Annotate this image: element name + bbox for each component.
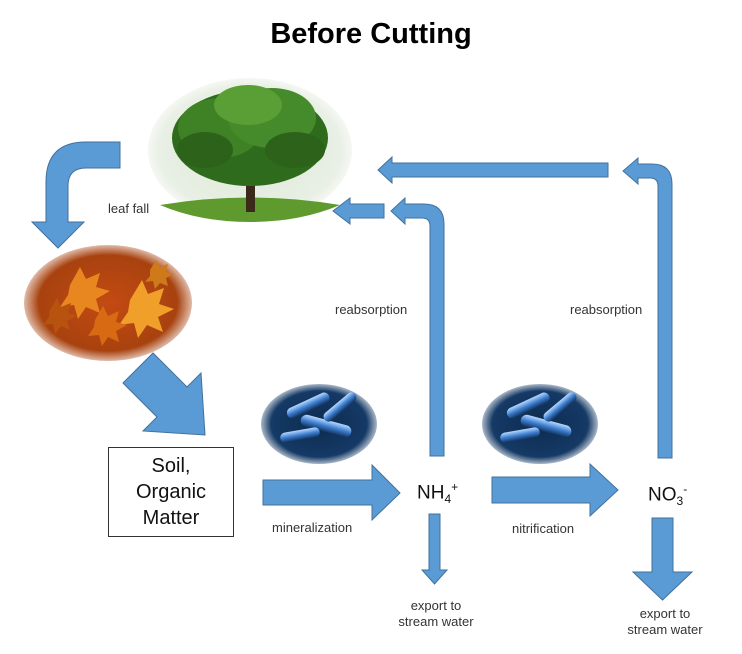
nitrate-export-arrow bbox=[631, 517, 694, 601]
ammonium-label: NH4+ bbox=[417, 480, 458, 506]
mineralization-arrow bbox=[262, 463, 401, 522]
nitrate-reabsorption-arrow bbox=[622, 156, 673, 459]
export-label-1-line2: stream water bbox=[398, 614, 474, 629]
tree-image bbox=[148, 78, 352, 222]
decomposition-arrow bbox=[122, 352, 206, 436]
export-label-2: export to stream water bbox=[615, 606, 715, 638]
ammonium-reabsorption-arrow bbox=[390, 196, 445, 457]
soil-organic-matter-box: Soil, Organic Matter bbox=[108, 447, 234, 537]
nitrate-subscript: 3 bbox=[676, 494, 684, 509]
bacteria-image-2 bbox=[482, 384, 598, 464]
tree-uptake-arrow-upper bbox=[377, 155, 609, 185]
mineralization-label: mineralization bbox=[272, 520, 353, 535]
ammonium-export-arrow bbox=[420, 513, 449, 585]
nitrate-label: NO3- bbox=[648, 482, 687, 508]
soil-line-3: Matter bbox=[142, 507, 200, 529]
export-label-2-line2: stream water bbox=[627, 622, 703, 637]
export-label-1: export to stream water bbox=[386, 598, 486, 630]
diagram-title: Before Cutting bbox=[270, 18, 472, 50]
export-label-1-line1: export to bbox=[410, 598, 462, 613]
soil-line-1: Soil, bbox=[151, 455, 191, 477]
reabsorption-label-2: reabsorption bbox=[570, 302, 643, 317]
leaf-fall-label: leaf fall bbox=[108, 201, 150, 216]
nitrification-arrow bbox=[491, 462, 619, 518]
nitrate-base: NO bbox=[648, 484, 677, 506]
ammonium-superscript: + bbox=[451, 480, 459, 494]
autumn-leaves-image bbox=[24, 245, 192, 361]
ammonium-subscript: 4 bbox=[444, 492, 452, 507]
export-label-2-line1: export to bbox=[639, 606, 691, 621]
leaf-fall-arrow bbox=[30, 141, 121, 249]
bacteria-image-1 bbox=[261, 384, 377, 464]
soil-line-2: Organic bbox=[135, 481, 207, 503]
tree-uptake-arrow-lower bbox=[332, 196, 385, 226]
nitrate-superscript: - bbox=[683, 482, 688, 496]
nitrification-label: nitrification bbox=[512, 521, 575, 536]
reabsorption-label-1: reabsorption bbox=[335, 302, 408, 317]
ammonium-base: NH bbox=[417, 482, 445, 504]
